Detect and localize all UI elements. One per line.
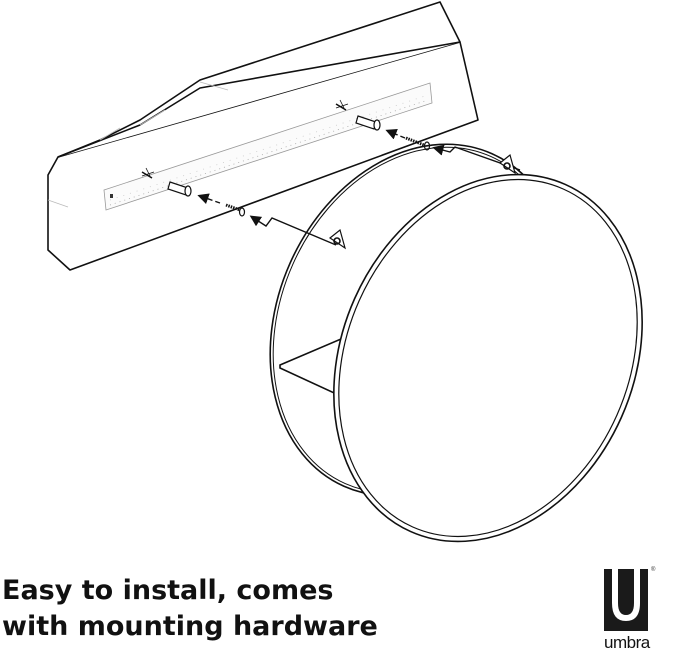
hardware: [141, 99, 431, 217]
registered-mark: ®: [651, 567, 656, 573]
caption: Easy to install, comes with mounting har…: [2, 573, 378, 645]
mounting-diagram: [47, 1, 643, 543]
level-strip: [103, 82, 433, 211]
install-arrows: [197, 129, 521, 246]
brand-logo: ® umbra: [604, 567, 655, 653]
brand-name: umbra: [604, 633, 650, 652]
caption-line-2: with mounting hardware: [2, 611, 378, 642]
umbra-logo-icon: ®: [604, 567, 655, 631]
round-shelf: [269, 143, 643, 543]
caption-line-1: Easy to install, comes: [2, 575, 334, 606]
